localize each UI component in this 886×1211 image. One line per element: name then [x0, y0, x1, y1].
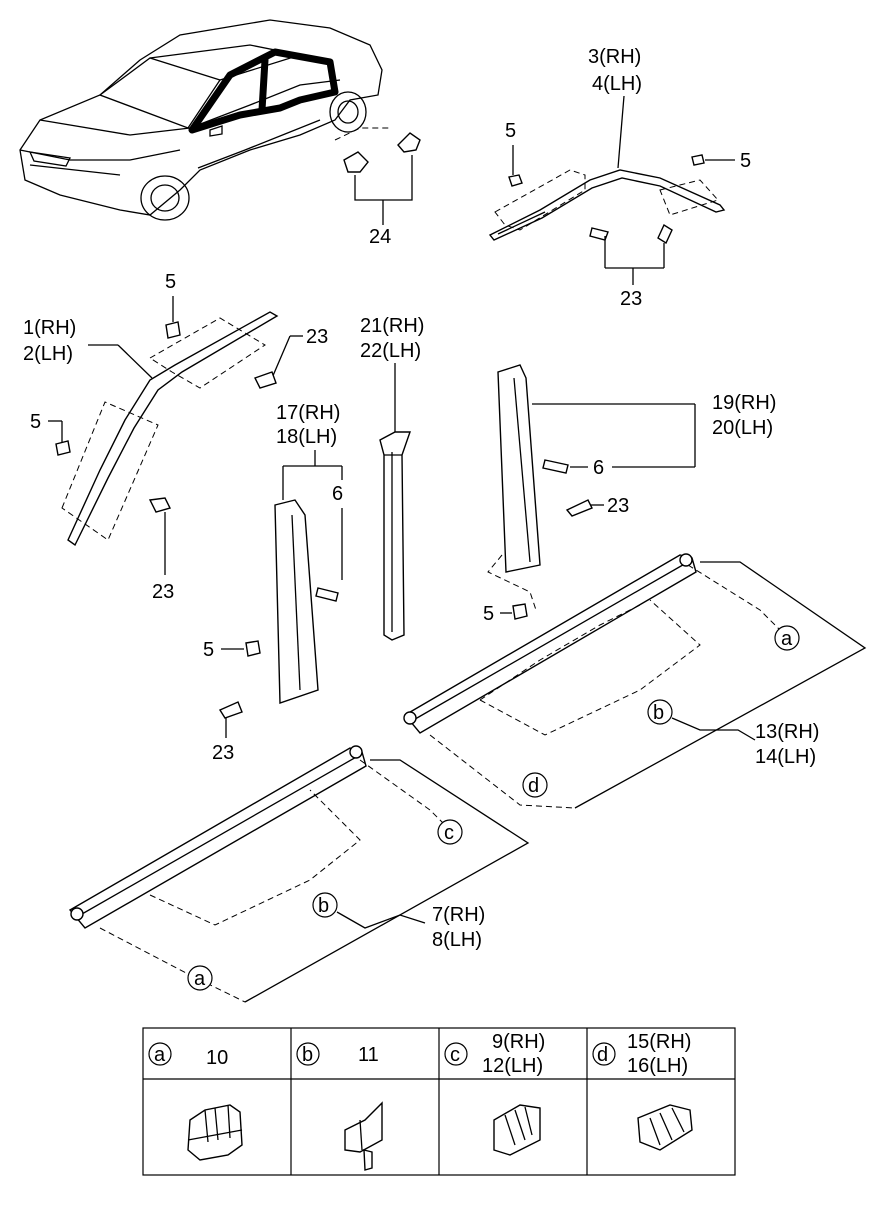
callout-3: 3(RH) — [588, 46, 641, 68]
callout-23-mid: 23 — [306, 326, 328, 348]
callout-24: 24 — [369, 226, 391, 248]
clip-10-drawing — [187, 1104, 243, 1161]
plug-parts-24 — [334, 127, 421, 225]
rear-belt-weatherstrip-13-14 — [403, 553, 781, 809]
callout-5-mid: 5 — [165, 271, 176, 293]
rear-pillar-trim-19-20 — [497, 364, 541, 573]
callout-2: 2(LH) — [23, 343, 73, 365]
callout-1: 1(RH) — [23, 317, 76, 339]
callout-21: 21(RH) — [360, 315, 424, 337]
callout-18: 18(LH) — [276, 426, 337, 448]
letter-b-upper: b — [653, 702, 664, 724]
legend-letter-d: d — [597, 1044, 608, 1066]
roof-molding-3-4 — [488, 169, 726, 241]
callout-14: 14(LH) — [755, 746, 816, 768]
callout-8: 8(LH) — [432, 929, 482, 951]
clip-15-16-drawing — [637, 1104, 693, 1151]
legend-part-a: 10 — [206, 1047, 228, 1069]
callout-6-right: 6 — [593, 457, 604, 479]
front-belt-weatherstrip-7-8 — [68, 745, 451, 1003]
legend-letter-c: c — [450, 1044, 460, 1066]
callout-20: 20(LH) — [712, 417, 773, 439]
a-pillar-molding-1-2 — [61, 311, 279, 547]
callout-23-left: 23 — [152, 581, 174, 603]
callout-23-right: 23 — [607, 495, 629, 517]
b-pillar-strip-21-22 — [379, 431, 411, 641]
callout-23-center-low: 23 — [212, 742, 234, 764]
callout-6-mid: 6 — [332, 483, 343, 505]
legend-part-d-lh: 16(LH) — [627, 1055, 688, 1077]
car-illustration — [19, 19, 383, 221]
callout-5-left: 5 — [30, 411, 41, 433]
callout-19: 19(RH) — [712, 392, 776, 414]
legend-letter-a: a — [154, 1044, 166, 1066]
legend-part-b: 11 — [358, 1044, 379, 1066]
legend-part-d-rh: 15(RH) — [627, 1031, 691, 1053]
callout-17: 17(RH) — [276, 402, 340, 424]
clip-9-12-drawing — [493, 1104, 541, 1156]
callout-22: 22(LH) — [360, 340, 421, 362]
clip-legend-table: a 10 b 11 c 9(RH) 12(LH) d 15(RH) 16(LH) — [142, 1027, 736, 1176]
callout-4: 4(LH) — [592, 73, 642, 95]
legend-letter-b: b — [302, 1044, 313, 1066]
legend-part-c-rh: 9(RH) — [492, 1031, 545, 1053]
letter-a-upper: a — [781, 628, 793, 650]
callout-5-right-low: 5 — [483, 603, 494, 625]
callout-5-top-right: 5 — [740, 150, 751, 172]
callout-13: 13(RH) — [755, 721, 819, 743]
letter-b-lower: b — [318, 895, 329, 917]
callout-7: 7(RH) — [432, 904, 485, 926]
clip-11-drawing — [344, 1101, 383, 1171]
letter-d-upper: d — [528, 775, 539, 797]
letter-c-lower: c — [444, 822, 454, 844]
callout-5-top-left: 5 — [505, 120, 516, 142]
callout-23-top: 23 — [620, 288, 642, 310]
letter-a-lower: a — [194, 968, 206, 990]
center-pillar-trim-17-18 — [274, 499, 319, 704]
callout-5-center-low: 5 — [203, 639, 214, 661]
legend-part-c-lh: 12(LH) — [482, 1055, 543, 1077]
